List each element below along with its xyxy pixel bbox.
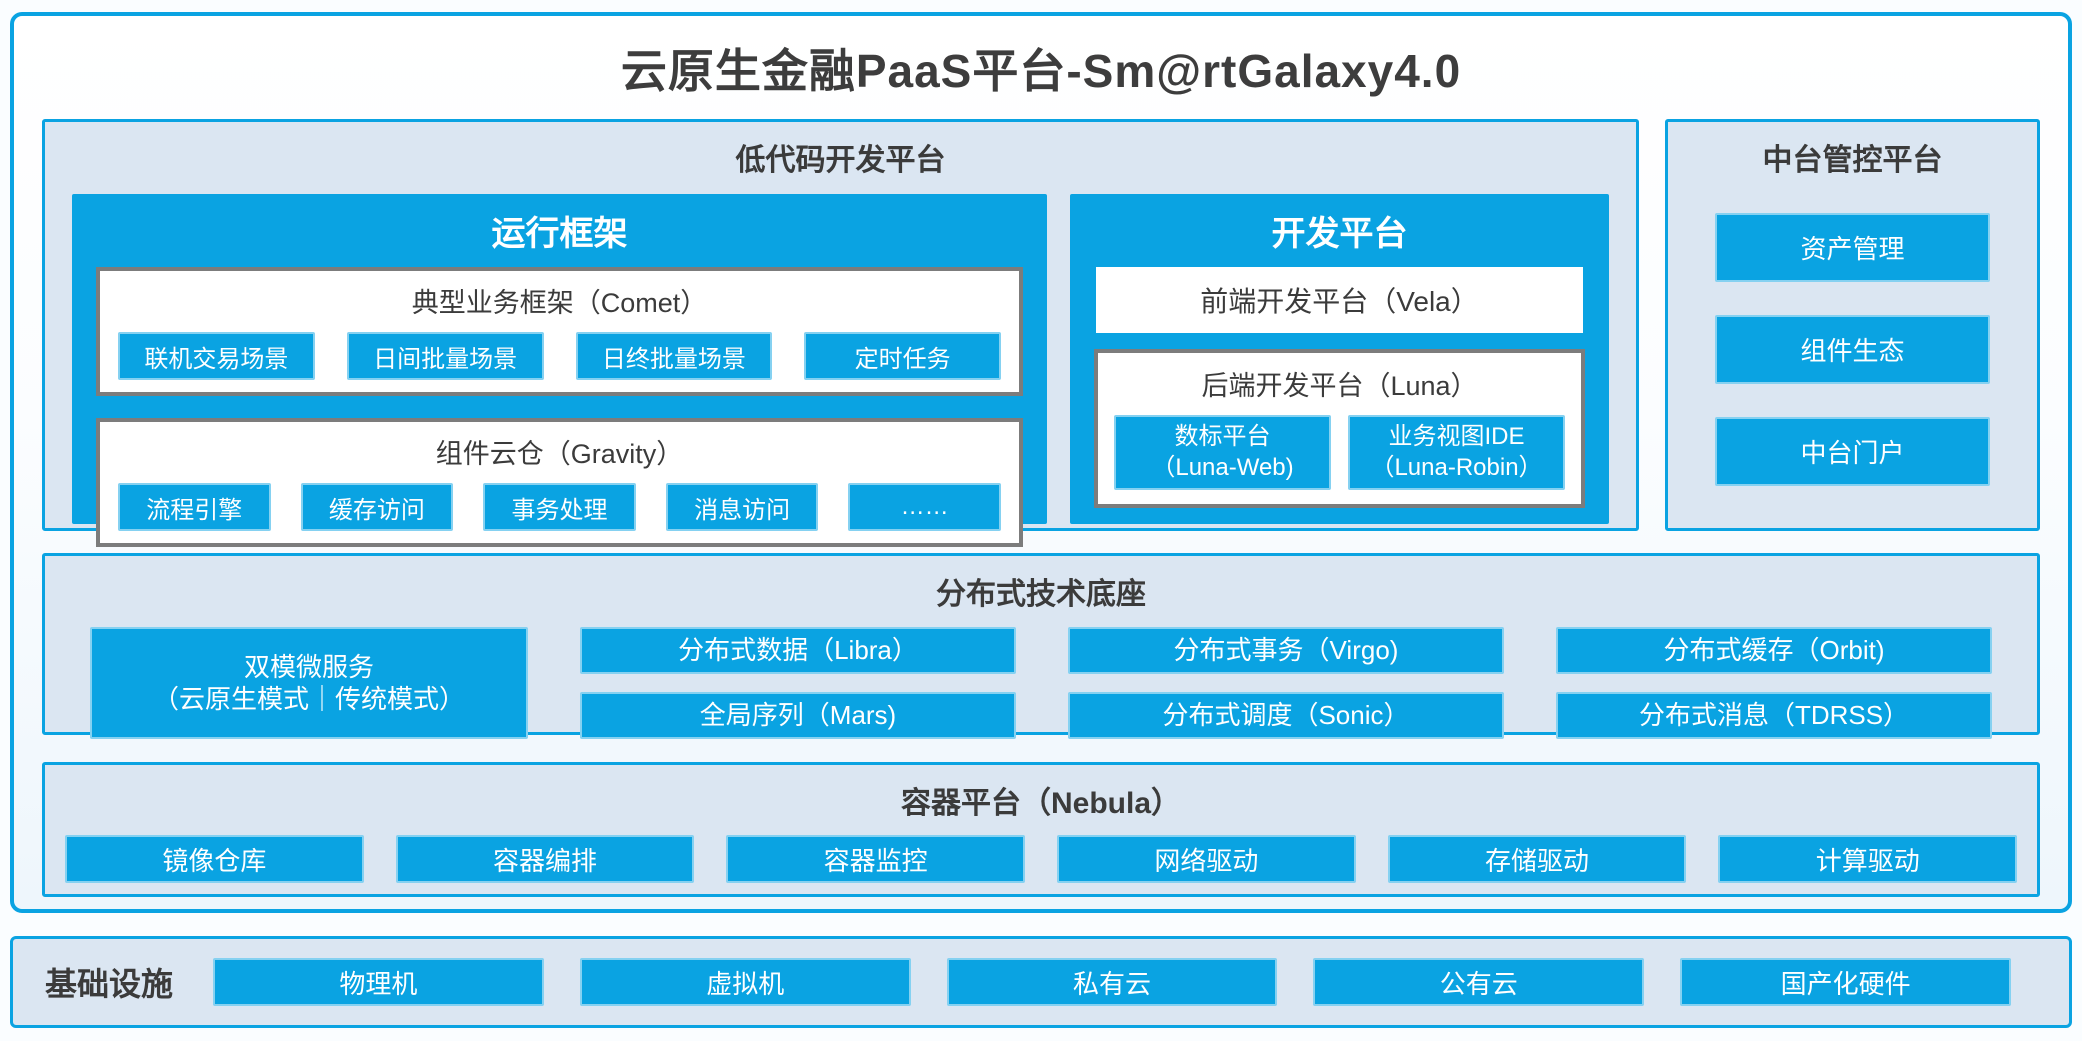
distributed-chip: 分布式事务（Virgo) — [1068, 627, 1504, 674]
main-frame: 云原生金融PaaS平台-Sm@rtGalaxy4.0 低代码开发平台 运行框架 … — [10, 12, 2072, 913]
lowcode-title: 低代码开发平台 — [735, 144, 946, 177]
lowcode-row: 运行框架 典型业务框架（Comet） 联机交易场景 日间批量场景 日终批量场景 … — [72, 194, 1609, 547]
distributed-chip: 分布式调度（Sonic） — [1068, 692, 1504, 739]
gravity-chip: 流程引擎 — [118, 483, 271, 531]
infrastructure-chip: 私有云 — [946, 958, 1278, 1006]
gravity-chip: 缓存访问 — [300, 483, 454, 531]
distributed-chip: 分布式缓存（Orbit) — [1556, 627, 1992, 674]
container-chip: 镜像仓库 — [65, 835, 364, 883]
dual-mode-chip: 双模微服务 （云原生模式｜传统模式） — [90, 627, 528, 739]
container-platform-items: 镜像仓库 容器编排 容器监控 网络驱动 存储驱动 计算驱动 — [65, 835, 2018, 883]
midplatform-title: 中台管控平台 — [1762, 144, 1943, 177]
container-chip: 容器监控 — [726, 835, 1026, 883]
midplatform-chip: 组件生态 — [1715, 315, 1990, 384]
infrastructure-title: 基础设施 — [45, 966, 174, 1002]
luna-chips: 数标平台 （Luna-Web) 业务视图IDE （Luna-Robin） — [1114, 414, 1565, 490]
distributed-chip: 全局序列（Mars) — [580, 692, 1016, 739]
distributed-chip: 分布式消息（TDRSS） — [1556, 692, 1992, 739]
infrastructure-chip: 国产化硬件 — [1680, 958, 2011, 1006]
panel-infrastructure: 基础设施 物理机 虚拟机 私有云 公有云 国产化硬件 — [10, 936, 2072, 1028]
runtime-title: 运行框架 — [491, 215, 628, 253]
top-row: 低代码开发平台 运行框架 典型业务框架（Comet） 联机交易场景 日间批量场景… — [42, 119, 2040, 547]
vela-box: 前端开发平台（Vela） — [1096, 267, 1583, 333]
dev-platform-title: 开发平台 — [1271, 215, 1408, 253]
gravity-title: 组件云仓（Gravity） — [435, 439, 684, 469]
comet-chip: 定时任务 — [804, 332, 1001, 380]
midplatform-chip: 中台门户 — [1715, 417, 1990, 486]
midplatform-items: 资产管理 组件生态 中台门户 — [1715, 213, 1990, 486]
comet-title: 典型业务框架（Comet） — [411, 288, 708, 318]
panel-distributed: 分布式技术底座 双模微服务 （云原生模式｜传统模式） 分布式数据（Libra） … — [42, 553, 2040, 739]
container-chip: 容器编排 — [395, 835, 695, 883]
gravity-chip: 消息访问 — [665, 483, 819, 531]
gravity-chips: 流程引擎 缓存访问 事务处理 消息访问 …… — [118, 483, 1001, 531]
midplatform-chip: 资产管理 — [1715, 213, 1990, 282]
infrastructure-items: 物理机 虚拟机 私有云 公有云 国产化硬件 — [213, 958, 2011, 1006]
panel-lowcode: 低代码开发平台 运行框架 典型业务框架（Comet） 联机交易场景 日间批量场景… — [42, 119, 1639, 547]
container-platform-title: 容器平台（Nebula） — [900, 787, 1182, 820]
distributed-grid: 双模微服务 （云原生模式｜传统模式） 分布式数据（Libra） 分布式事务（Vi… — [90, 627, 1992, 739]
container-chip: 计算驱动 — [1718, 835, 2018, 883]
page-title: 云原生金融PaaS平台-Sm@rtGalaxy4.0 — [620, 44, 1462, 97]
container-chip: 存储驱动 — [1387, 835, 1687, 883]
infrastructure-chip: 物理机 — [213, 958, 544, 1006]
infrastructure-chip: 虚拟机 — [579, 958, 911, 1006]
luna-box: 后端开发平台（Luna） 数标平台 （Luna-Web) 业务视图IDE （Lu… — [1094, 349, 1585, 508]
comet-chip: 联机交易场景 — [118, 332, 315, 380]
gravity-chip: …… — [848, 483, 1001, 531]
gravity-box: 组件云仓（Gravity） 流程引擎 缓存访问 事务处理 消息访问 …… — [96, 418, 1023, 547]
comet-chip: 日终批量场景 — [575, 332, 773, 380]
panel-midplatform: 中台管控平台 资产管理 组件生态 中台门户 — [1665, 119, 2040, 531]
comet-chip: 日间批量场景 — [346, 332, 544, 380]
infrastructure-chip: 公有云 — [1313, 958, 1645, 1006]
dev-platform-box: 开发平台 前端开发平台（Vela） 后端开发平台（Luna） 数标平台 （Lun… — [1070, 194, 1609, 524]
container-chip: 网络驱动 — [1057, 835, 1356, 883]
luna-web-chip: 数标平台 （Luna-Web) — [1114, 414, 1331, 490]
runtime-frame-box: 运行框架 典型业务框架（Comet） 联机交易场景 日间批量场景 日终批量场景 … — [72, 194, 1047, 547]
luna-robin-chip: 业务视图IDE （Luna-Robin） — [1348, 414, 1565, 490]
gravity-chip: 事务处理 — [483, 483, 636, 531]
distributed-chip: 分布式数据（Libra） — [580, 627, 1016, 674]
luna-title: 后端开发平台（Luna） — [1201, 370, 1478, 401]
distributed-title: 分布式技术底座 — [936, 578, 1146, 611]
panel-container-platform: 容器平台（Nebula） 镜像仓库 容器编排 容器监控 网络驱动 存储驱动 计算… — [42, 762, 2040, 897]
comet-chips: 联机交易场景 日间批量场景 日终批量场景 定时任务 — [118, 332, 1001, 380]
comet-box: 典型业务框架（Comet） 联机交易场景 日间批量场景 日终批量场景 定时任务 — [96, 267, 1023, 396]
